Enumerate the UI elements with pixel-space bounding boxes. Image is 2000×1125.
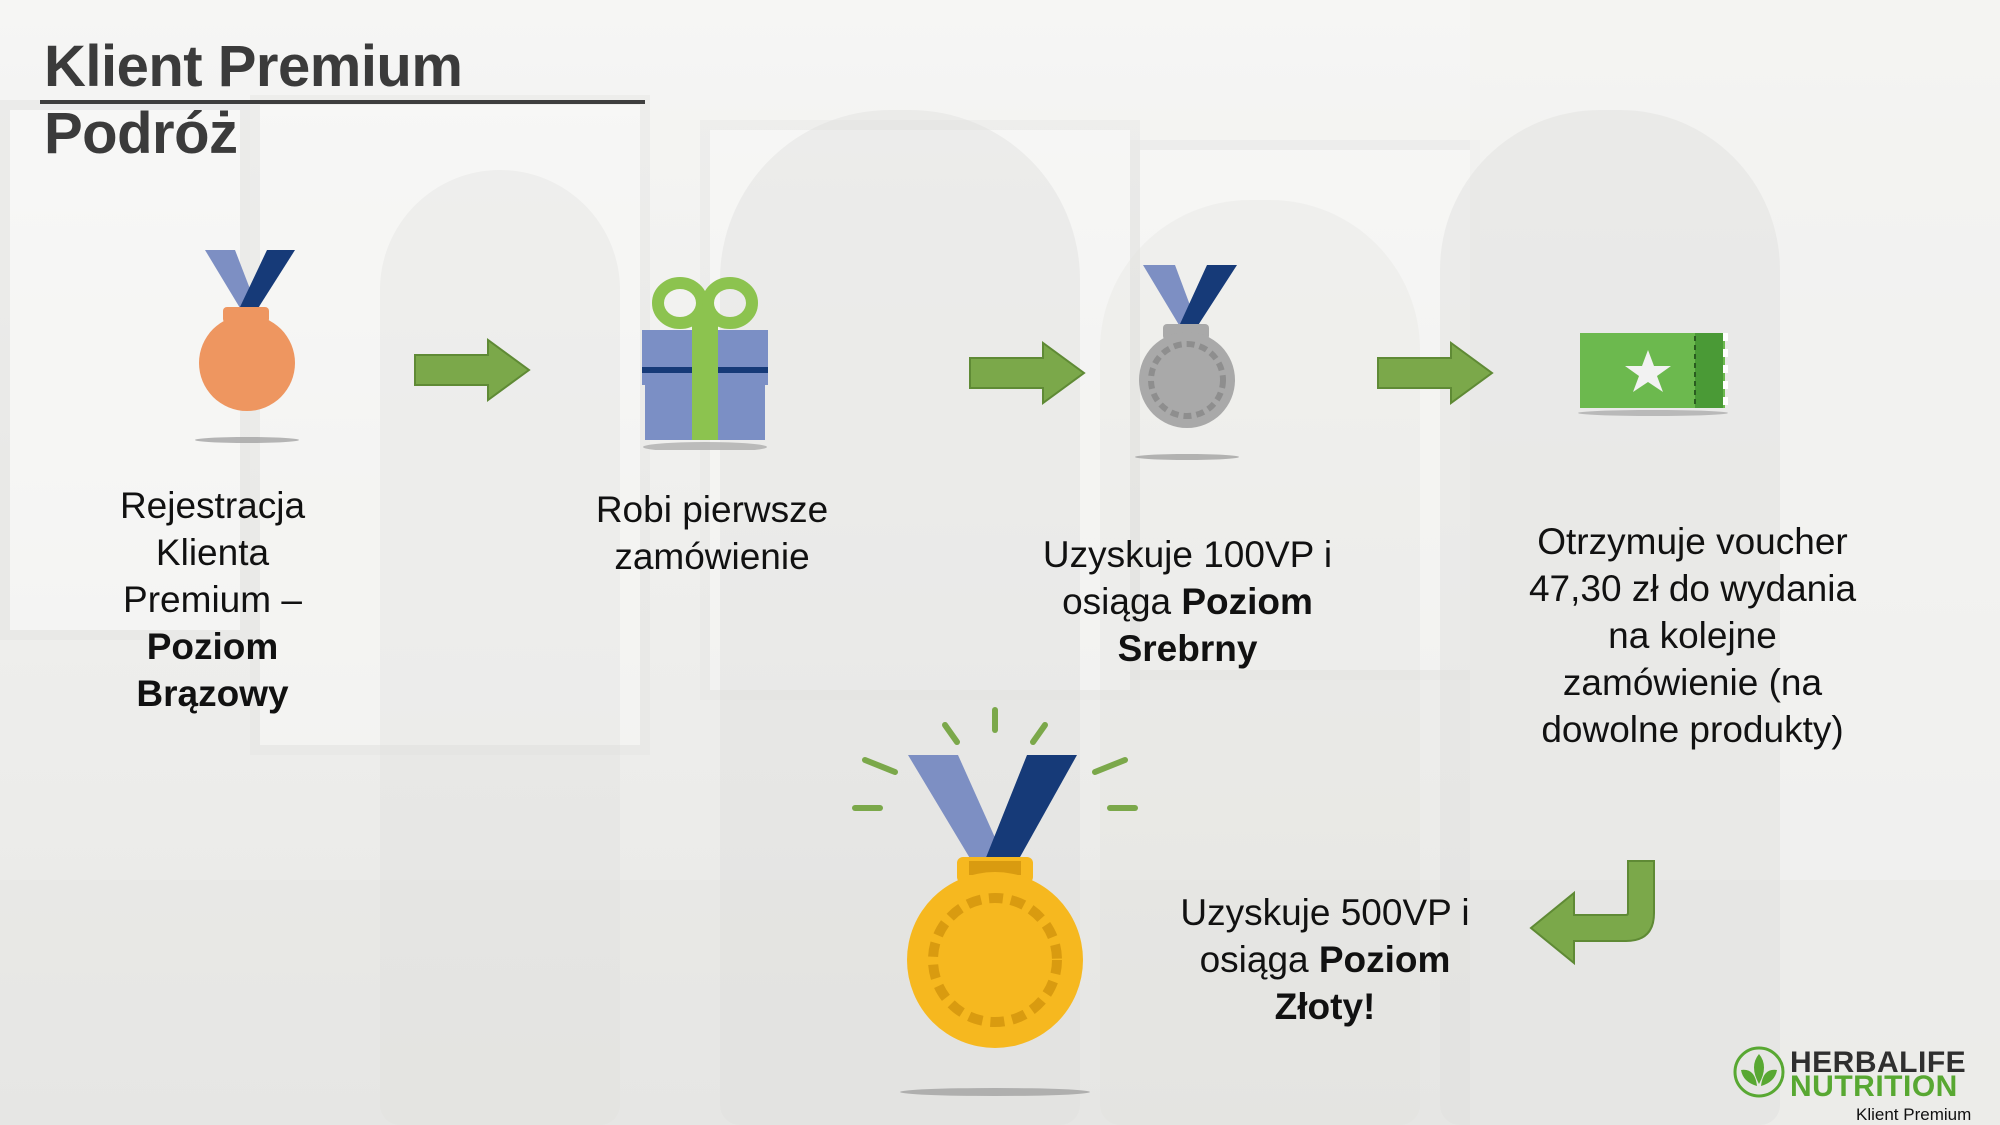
- title-line1: Klient Premium: [44, 34, 463, 99]
- voucher-ticket-icon: [1578, 333, 1728, 416]
- logo-herbalife: HERBALIFE: [1790, 1046, 1967, 1079]
- arrow-right-2: [969, 341, 1086, 405]
- step-3-bold: Poziom Srebrny: [1117, 581, 1313, 669]
- gold-medal-icon: [852, 707, 1138, 1096]
- step-1-label: Rejestracja Klienta Premium –: [119, 485, 306, 620]
- step-5-label: Uzyskuje 500VP i osiąga: [1180, 892, 1470, 980]
- title-divider: [40, 100, 645, 104]
- step-1-bold: Poziom Brązowy: [136, 626, 289, 714]
- step-5-bold: Poziom Złoty!: [1274, 939, 1451, 1027]
- title-line2: Podróż: [44, 101, 238, 166]
- bronze-medal-icon: [195, 250, 299, 443]
- gift-box-icon: [642, 277, 768, 450]
- arrow-right-1: [414, 338, 531, 402]
- logo-tagline: Klient Premium: [1856, 1105, 1972, 1124]
- step-3-label: Uzyskuje 100VP i osiąga: [1042, 534, 1333, 622]
- step-3-text: Uzyskuje 100VP i osiąga Poziom Srebrny: [1035, 531, 1340, 672]
- herbalife-leaf-icon: [1733, 1046, 1785, 1098]
- step-1-text: Rejestracja Klienta Premium – Poziom Brą…: [95, 482, 330, 717]
- step-4-label: Otrzymuje voucher 47,30 zł do wydania na…: [1528, 521, 1857, 750]
- logo-nutrition: NUTRITION: [1790, 1070, 1958, 1103]
- arrow-right-3: [1377, 341, 1494, 405]
- step-2-text: Robi pierwsze zamówienie: [572, 486, 852, 580]
- step-5-text: Uzyskuje 500VP i osiąga Poziom Złoty!: [1170, 889, 1480, 1030]
- arrow-return: [1529, 860, 1655, 966]
- silver-medal-icon: [1135, 265, 1239, 460]
- step-2-label: Robi pierwsze zamówienie: [595, 489, 829, 577]
- step-4-text: Otrzymuje voucher 47,30 zł do wydania na…: [1510, 518, 1875, 753]
